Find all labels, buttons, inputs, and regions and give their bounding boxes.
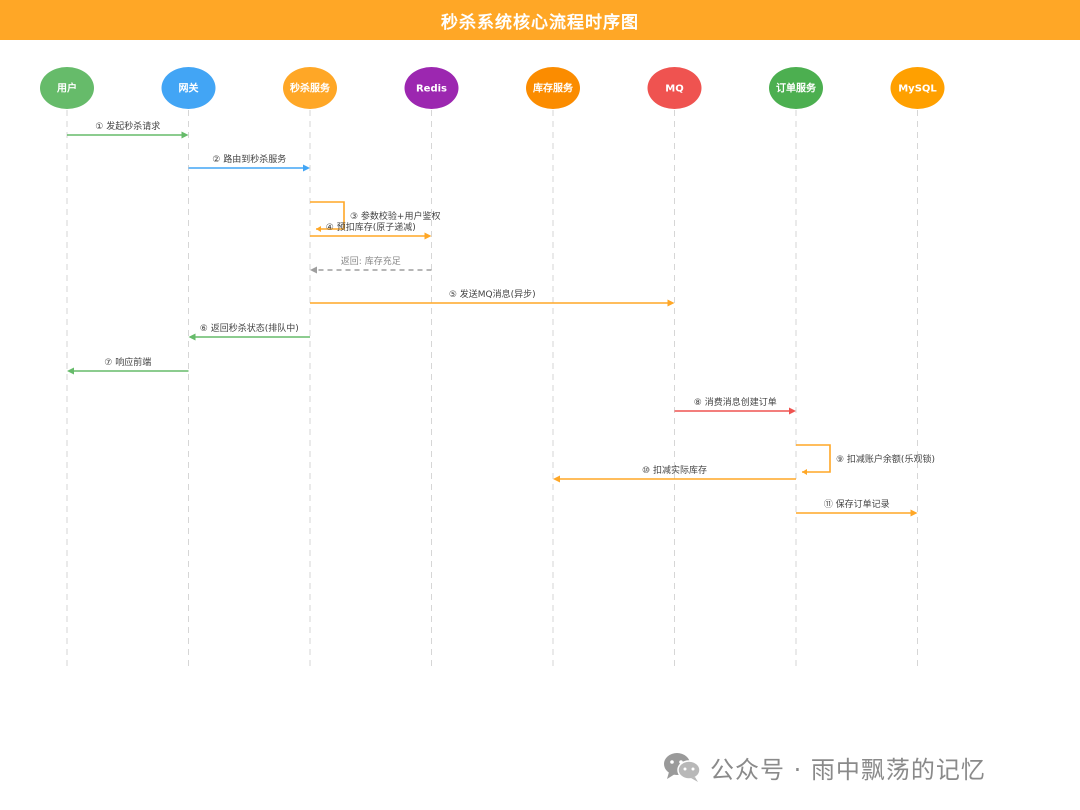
message-label: ⑥ 返回秒杀状态(排队中) (200, 322, 299, 334)
participant-label: MQ (665, 84, 683, 95)
watermark: 公众号 · 雨中飘荡的记忆 (662, 750, 986, 784)
participant-ellipse (647, 67, 702, 109)
arrowhead (553, 475, 560, 483)
arrowhead (188, 333, 196, 341)
message-label: ⑦ 响应前端 (104, 356, 151, 368)
participant-label: MySQL (898, 84, 937, 95)
message: ⑨ 扣减账户余额(乐观锁) (796, 444, 935, 475)
participant-node: 秒杀服务 (283, 67, 337, 109)
message: ① 发起秒杀请求 (67, 120, 189, 139)
message-label: ⑪ 保存订单记录 (824, 498, 890, 510)
arrowhead (789, 407, 796, 415)
arrowhead (303, 164, 310, 172)
message-label: ⑧ 消费消息创建订单 (694, 396, 777, 408)
participant-ellipse (404, 67, 459, 109)
participant-label: 库存服务 (533, 82, 574, 95)
participant-ellipse (890, 67, 945, 109)
watermark-text: 公众号 · 雨中飘荡的记忆 (710, 755, 986, 784)
participant-node: MySQL (890, 67, 945, 109)
message-label: ⑨ 扣减账户余额(乐观锁) (836, 453, 935, 465)
title-bar: 秒杀系统核心流程时序图 (0, 0, 1080, 40)
participant-node: 订单服务 (769, 67, 823, 109)
arrowhead (316, 226, 321, 232)
message: ⑧ 消费消息创建订单 (674, 396, 796, 415)
lifelines (66, 110, 918, 670)
participant-ellipse (526, 67, 580, 109)
message: ⑦ 响应前端 (67, 356, 189, 375)
message: ⑪ 保存订单记录 (796, 498, 918, 517)
message: ⑩ 扣减实际库存 (553, 464, 796, 483)
arrowhead (802, 469, 807, 475)
participant-node: 网关 (161, 67, 216, 109)
participant-label: 订单服务 (776, 82, 817, 95)
message: ④ 预扣库存(原子递减) (310, 221, 432, 240)
message: ⑥ 返回秒杀状态(排队中) (188, 322, 310, 341)
participant-ellipse (769, 67, 823, 109)
participant-ellipse (283, 67, 337, 109)
participant-node: MQ (647, 67, 702, 109)
message-label: ② 路由到秒杀服务 (212, 153, 286, 165)
arrowhead (67, 367, 74, 375)
message: ② 路由到秒杀服务 (188, 153, 310, 172)
arrowhead (667, 299, 675, 307)
participant-label: 网关 (179, 82, 199, 95)
message: ⑤ 发送MQ消息(异步) (310, 288, 675, 307)
message-label: 返回: 库存充足 (341, 255, 401, 267)
participant-node: 库存服务 (526, 67, 580, 109)
page-title: 秒杀系统核心流程时序图 (441, 12, 639, 33)
message-label: ④ 预扣库存(原子递减) (326, 221, 416, 233)
participant-label: Redis (416, 84, 447, 95)
message-label: ① 发起秒杀请求 (95, 120, 160, 132)
message: 返回: 库存充足 (310, 255, 432, 274)
arrowhead (310, 266, 317, 274)
self-call-line (310, 201, 345, 230)
message-label: ⑩ 扣减实际库存 (642, 464, 707, 476)
message: ③ 参数校验+用户鉴权 (310, 201, 440, 232)
message-label: ⑤ 发送MQ消息(异步) (449, 288, 536, 300)
participant-node: Redis (404, 67, 459, 109)
wechat-icon (664, 753, 701, 782)
participant-label: 用户 (56, 82, 77, 95)
participant-ellipse (40, 67, 94, 109)
participant-ellipse (161, 67, 216, 109)
arrowhead (181, 131, 189, 139)
self-call-line (796, 444, 831, 473)
participants: 用户 网关 秒杀服务 Redis 库存服务 MQ 订单服务 MySQL (40, 67, 945, 109)
arrowhead (910, 509, 918, 517)
participant-label: 秒杀服务 (290, 82, 331, 95)
arrowhead (424, 232, 432, 240)
participant-node: 用户 (40, 67, 94, 109)
message-label: ③ 参数校验+用户鉴权 (350, 210, 440, 222)
